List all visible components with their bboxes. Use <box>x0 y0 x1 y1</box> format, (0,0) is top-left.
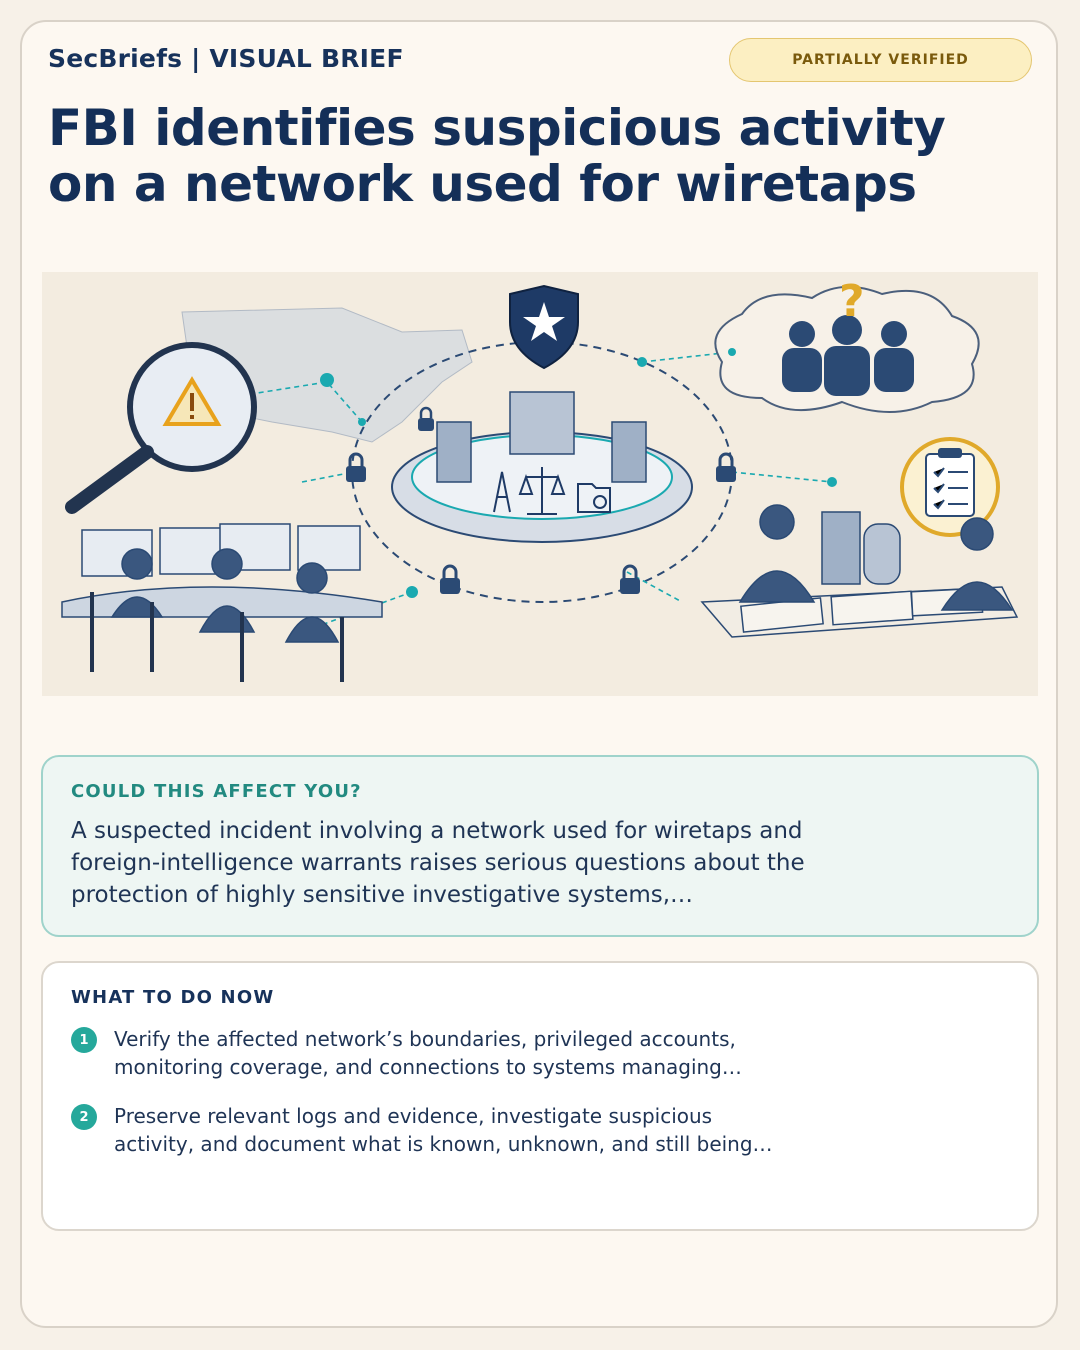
magnifier-warning-icon <box>65 342 257 514</box>
analysts-scene <box>61 523 383 682</box>
folder-search-icon <box>577 483 611 513</box>
page-title: FBI identifies suspicious activity on a … <box>48 99 946 213</box>
question-mark-icon: ? <box>839 276 865 327</box>
impact-summary: A suspected incident involving a network… <box>71 818 805 908</box>
network-node <box>320 348 837 598</box>
impact-panel: COULD THIS AFFECT YOU? A suspected incid… <box>41 755 1039 937</box>
verification-badge: PARTIALLY VERIFIED <box>729 38 1032 82</box>
action-panel: WHAT TO DO NOW 1 Verify the affected net… <box>41 961 1039 1231</box>
justice-scale-icon <box>518 467 566 515</box>
lock-icon <box>440 564 460 594</box>
action-heading: WHAT TO DO NOW <box>71 987 275 1008</box>
clipboard-checklist-icon <box>900 437 1000 537</box>
brand-label: SecBriefs | VISUAL BRIEF <box>48 44 404 73</box>
hq-building <box>509 391 575 455</box>
investigators-scene <box>700 504 1019 638</box>
step-text: Preserve relevant logs and evidence, inv… <box>114 1104 773 1156</box>
server-tower <box>436 421 472 483</box>
impact-heading: COULD THIS AFFECT YOU? <box>71 781 362 802</box>
lock-icon <box>620 564 640 594</box>
shield-star-icon <box>509 284 579 370</box>
suspect-cloud <box>714 285 980 413</box>
step-text: Verify the affected network’s boundaries… <box>114 1027 742 1079</box>
hero-illustration: ? <box>42 272 1038 696</box>
radio-tower-icon <box>493 471 511 513</box>
server-tower <box>611 421 647 483</box>
lock-icon <box>418 406 434 431</box>
lock-icon <box>716 452 736 482</box>
step-number-badge: 2 <box>71 1104 97 1130</box>
lock-icon <box>346 452 366 482</box>
step-number-badge: 1 <box>71 1027 97 1053</box>
